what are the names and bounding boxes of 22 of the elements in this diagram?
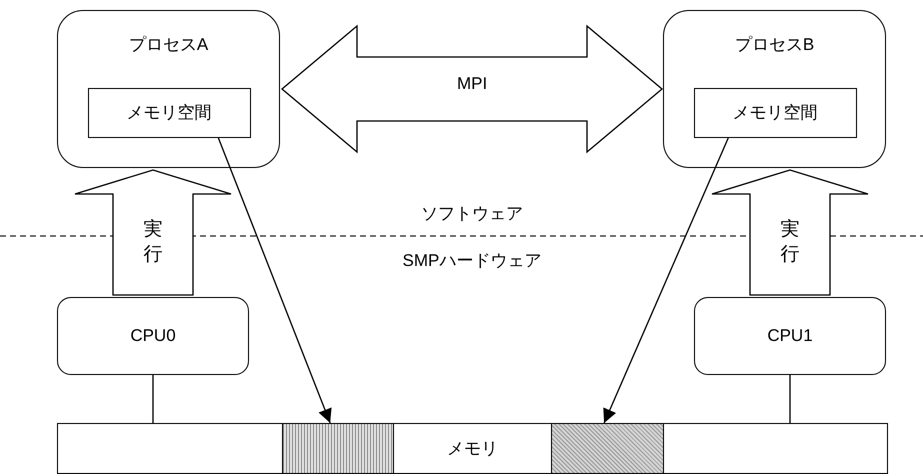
block-arrow [74, 169, 232, 296]
process-box [663, 10, 886, 168]
block-arrow [711, 169, 869, 296]
connector-line [152, 375, 154, 423]
edge-label: MPI [457, 74, 488, 94]
memory-space-box: メモリ空間 [88, 88, 250, 138]
process-title: プロセスB [734, 34, 816, 56]
memory-label: メモリ [446, 438, 499, 460]
edge-label: 実行 [142, 218, 164, 267]
arrow [218, 138, 332, 424]
block-arrow [280, 24, 664, 154]
process-title: プロセスA [128, 34, 210, 56]
cpu-box: CPU0 [57, 297, 249, 375]
process-box [57, 10, 280, 168]
edge-label: 実行 [780, 218, 800, 267]
dotted-region [550, 422, 664, 474]
arrow [603, 138, 729, 424]
memory-space-box: メモリ空間 [694, 88, 856, 138]
memory-bar [57, 423, 888, 474]
connector-line [789, 375, 791, 423]
cpu-box: CPU1 [694, 297, 886, 375]
hatched-region [282, 422, 394, 474]
